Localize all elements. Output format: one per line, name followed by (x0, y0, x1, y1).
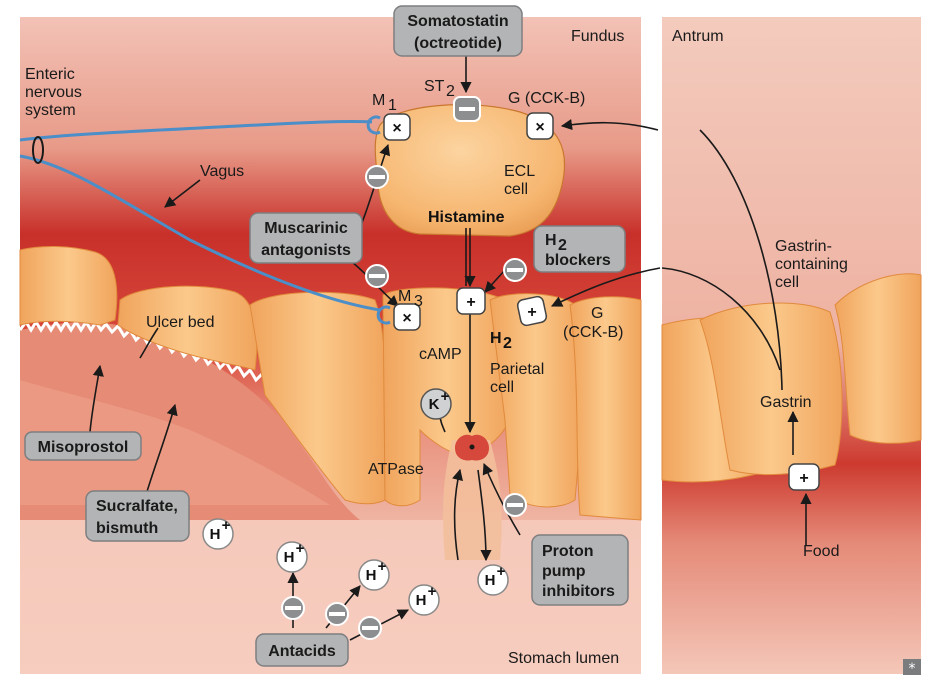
inhibit-h2 (503, 258, 527, 282)
drug-ppi: Proton pump inhibitors (531, 534, 629, 606)
enteric-label-3: system (25, 102, 76, 119)
drug-label: antagonists (261, 242, 351, 259)
ecl-label-1: ECL (504, 163, 535, 180)
m1-label: M (372, 92, 385, 109)
region-antrum: Antrum (672, 28, 724, 45)
h-ion-3: H + (358, 558, 390, 591)
receptor-m1: × (366, 113, 411, 141)
drug-h2-blockers: H 2 blockers (533, 225, 626, 273)
h2-sub: 2 (503, 335, 512, 352)
atpase-label: ATPase (368, 461, 424, 478)
drug-label: pump (542, 563, 586, 580)
m3-sub: 3 (414, 293, 423, 310)
drug-label: bismuth (96, 520, 158, 537)
vagus-label: Vagus (200, 163, 244, 180)
drug-somatostatin: Somatostatin (octreotide) (393, 5, 523, 57)
m1-sub: 1 (388, 97, 397, 114)
drug-sucralfate: Sucralfate, bismuth (85, 490, 190, 542)
receptor-h2: + (456, 287, 486, 315)
drug-label: Muscarinic (264, 220, 348, 237)
receptor-symbol: × (535, 119, 544, 136)
gastrin-cell-label-1: Gastrin- (775, 238, 832, 255)
ion-symbol: H (416, 592, 427, 609)
drug-label: (octreotide) (414, 35, 502, 52)
inhibit-st2 (453, 96, 481, 122)
drug-label: Somatostatin (407, 13, 508, 30)
epithelium (19, 245, 642, 521)
stimulate-food: + (788, 463, 820, 491)
ganglion-icon (32, 136, 44, 164)
ion-charge: + (378, 558, 387, 575)
receptor-g-mid: + (516, 295, 548, 327)
ion-charge: + (428, 583, 437, 600)
drug-muscarinic: Muscarinic antagonists (249, 212, 363, 264)
antrum-panel (661, 17, 922, 674)
h-ion-5: H + (477, 563, 509, 596)
receptor-symbol: × (392, 120, 401, 137)
ion-symbol: H (366, 567, 377, 584)
g-cckb-top-label: G (CCK-B) (508, 90, 585, 107)
parietal-label-1: Parietal (490, 361, 544, 378)
inhibit-m1 (365, 165, 389, 189)
inhibit-ppi (503, 493, 527, 517)
inhibit-m3 (365, 264, 389, 288)
ulcer-bed-label: Ulcer bed (146, 314, 214, 331)
ion-symbol: K (429, 396, 440, 413)
drug-misoprostol: Misoprostol (24, 431, 142, 461)
ion-charge: + (497, 563, 506, 580)
receptor-symbol: × (402, 310, 411, 327)
asterisk-icon (903, 659, 921, 675)
drug-label-sub: 2 (558, 237, 567, 254)
g-cckb-mid-label-2: (CCK-B) (563, 324, 623, 341)
h-ion-4: H + (408, 583, 440, 616)
stimulate-symbol: + (799, 470, 808, 487)
ion-charge: + (222, 517, 231, 534)
inhibit-antacid-2 (325, 602, 349, 626)
receptor-g-top: × (526, 112, 554, 140)
ion-symbol: H (485, 572, 496, 589)
ion-charge: + (296, 540, 305, 557)
region-lumen: Stomach lumen (508, 650, 619, 667)
food-label: Food (803, 543, 839, 560)
inhibit-antacid-1 (281, 596, 305, 620)
drug-label: H (545, 232, 557, 249)
inhibit-antacid-3 (358, 616, 382, 640)
histamine-label: Histamine (428, 209, 505, 226)
region-fundus: Fundus (571, 28, 624, 45)
parietal-label-2: cell (490, 379, 514, 396)
drug-label: Proton (542, 543, 594, 560)
drug-label: blockers (545, 252, 611, 269)
st2-sub: 2 (446, 83, 455, 100)
ion-symbol: H (210, 526, 221, 543)
stimulate-symbol: + (466, 294, 475, 311)
vagus-nerves (19, 119, 381, 312)
drug-antacids: Antacids (255, 633, 349, 667)
ion-charge: + (441, 388, 450, 405)
ecl-label-2: cell (504, 181, 528, 198)
m3-label: M (398, 288, 411, 305)
enteric-label-2: nervous (25, 84, 82, 101)
h2-label: H (490, 330, 502, 347)
drug-label: Misoprostol (38, 439, 129, 456)
h-ion-1: H + (202, 517, 234, 550)
ion-symbol: H (284, 549, 295, 566)
camp-label: cAMP (419, 346, 462, 363)
drug-label: Sucralfate, (96, 498, 178, 515)
g-cckb-mid-label-1: G (591, 305, 603, 322)
gastrin-label: Gastrin (760, 394, 812, 411)
h-ion-2: H + (276, 540, 308, 573)
enteric-label-1: Enteric (25, 66, 75, 83)
proton-pump-icon (455, 434, 489, 461)
asterisk-icon-glyph: * (909, 661, 916, 677)
drug-label: inhibitors (542, 583, 615, 600)
k-ion: K + (420, 388, 452, 420)
st2-label: ST (424, 78, 445, 95)
drug-label: Antacids (268, 643, 336, 660)
gastrin-cell-label-2: containing (775, 256, 848, 273)
stimulate-symbol: + (527, 304, 536, 321)
arrows (89, 56, 812, 641)
receptor-m3: × (376, 303, 421, 331)
gastrin-cell-label-3: cell (775, 274, 799, 291)
